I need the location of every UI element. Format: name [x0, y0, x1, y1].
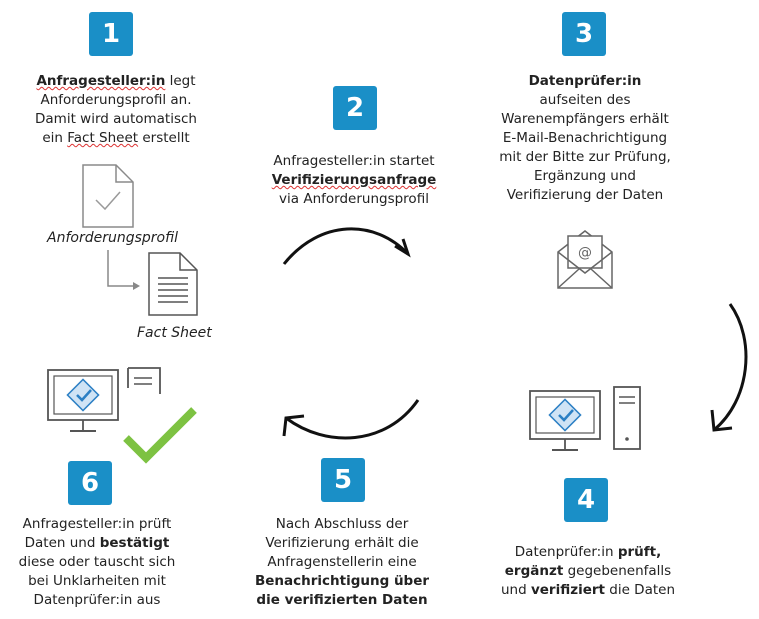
step-3-line5: Ergänzung und [534, 168, 636, 184]
arrow-step3-to-4 [710, 303, 748, 432]
step-4-line3a: und [500, 582, 531, 598]
arrow-step2-to-3 [282, 227, 411, 265]
step-3-line6: Verifizierung der Daten [506, 187, 664, 203]
step-6-line3: diese oder tauscht sich [18, 554, 176, 570]
computer-icon-requester [47, 367, 161, 432]
step-6-line2a: Daten und [24, 535, 100, 551]
step-6-line1: Anfragesteller:in prüft [22, 516, 172, 532]
step-1-line3: Damit wird automatisch [35, 111, 197, 127]
step-3-line4: mit der Bitte zur Prüfung, [499, 149, 671, 165]
profile-caption: Anforderungsprofil [47, 230, 179, 246]
step-1-line4c: erstellt [138, 130, 190, 146]
step-5-line2: Verifizierung erhält die [265, 535, 419, 551]
step-5-line3: Anfragenstellerin eine [267, 554, 417, 570]
step-4-line1a: Datenprüfer:in [514, 544, 618, 560]
step-2-badge: 2 [333, 86, 377, 130]
computer-icon-verifier [529, 386, 641, 451]
factsheet-document-icon [148, 252, 198, 316]
step-1-line4a: ein [42, 130, 68, 146]
step-3-role: Datenprüfer:in [528, 73, 642, 89]
profile-document-icon [82, 164, 134, 228]
step-5-bold2: die verifizierten Daten [256, 592, 428, 608]
arrow-step4-to-5 [282, 399, 420, 440]
step-1-line1: legt [165, 73, 196, 89]
step-5-bold1: Benachrichtigung über [254, 573, 430, 589]
step-2-line3: via Anforderungsprofil [279, 191, 429, 207]
step-1-badge: 1 [89, 12, 133, 56]
step-4-line2a: ergänzt [504, 563, 564, 579]
step-4-text: Datenprüfer:in prüft, ergänzt gegebenenf… [478, 543, 698, 600]
step-3-line1: aufseiten des [539, 92, 631, 108]
checkmark-icon [123, 407, 197, 464]
step-5-badge: 5 [321, 458, 365, 502]
step-3-line2: Warenempfängers erhält [501, 111, 669, 127]
step-4-line3b: verifiziert [530, 582, 605, 598]
step-6-badge: 6 [68, 461, 112, 505]
step-3-text: Datenprüfer:in aufseiten des Warenempfän… [474, 72, 696, 205]
step-6-line2b: bestätigt [99, 535, 170, 551]
factsheet-caption: Fact Sheet [137, 325, 212, 341]
step-2-text: Anfragesteller:in startet Verifizierungs… [244, 152, 464, 209]
email-envelope-icon: @ [557, 230, 613, 289]
step-3-line3: E-Mail-Benachrichtigung [502, 130, 668, 146]
profile-connector-arrow [107, 250, 140, 290]
step-1-factsheet: Fact Sheet [67, 130, 139, 146]
step-6-line4: bei Unklarheiten mit [28, 573, 166, 589]
step-1-role: Anfragesteller:in [36, 73, 166, 89]
step-4-line2b: gegebenenfalls [563, 563, 672, 579]
step-4-badge: 4 [564, 478, 608, 522]
step-5-text: Nach Abschluss der Verifizierung erhält … [232, 515, 452, 610]
step-1-text: Anfragesteller:in legt Anforderungsprofi… [6, 72, 226, 148]
svg-text:@: @ [578, 245, 592, 261]
step-2-line1: Anfragesteller:in startet [273, 153, 435, 169]
step-6-text: Anfragesteller:in prüft Daten und bestät… [0, 515, 200, 610]
step-4-line1b: prüft, [617, 544, 662, 560]
step-5-line1: Nach Abschluss der [275, 516, 409, 532]
step-1-line2: Anforderungsprofil an. [40, 92, 192, 108]
step-6-line5: Datenprüfer:in aus [33, 592, 161, 608]
step-2-bold: Verifizierungsanfrage [271, 172, 437, 188]
step-4-line3c: die Daten [604, 582, 675, 598]
step-3-badge: 3 [562, 12, 606, 56]
